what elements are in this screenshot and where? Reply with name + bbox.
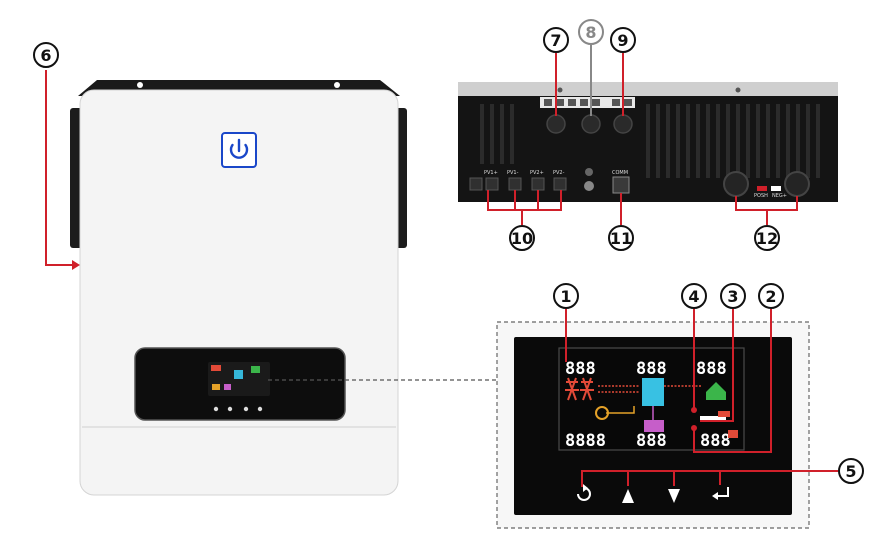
lcd-readout-6: 888 <box>700 431 731 451</box>
up-arrow-icon <box>622 489 634 503</box>
callout-7: 7 <box>543 27 569 116</box>
batt-label-1: POSH <box>754 193 768 199</box>
comm-label: COMM <box>612 170 628 176</box>
callout-10: 10 <box>487 190 562 251</box>
callout-6: 6 <box>33 42 80 270</box>
front-key-2[interactable] <box>227 406 233 412</box>
callout-4-label: 4 <box>688 287 699 306</box>
rear-gland-7 <box>546 114 566 134</box>
pv-label-3: PV2+ <box>530 170 544 176</box>
callout-4: 4 <box>681 283 707 413</box>
refresh-key[interactable] <box>577 484 591 501</box>
lcd-readout-4: 8888 <box>565 431 606 451</box>
pv-label-2: PV1- <box>507 170 519 176</box>
callout-6-label: 6 <box>40 46 51 65</box>
callout-1: 1 <box>553 283 579 362</box>
lcd-readout-2: 888 <box>636 359 667 379</box>
pv-label-1: PV1+ <box>484 170 498 176</box>
callout-5-label: 5 <box>845 462 856 481</box>
front-key-1[interactable] <box>213 406 219 412</box>
callout-3: 3 <box>700 283 746 422</box>
callout-8-label: 8 <box>585 23 596 42</box>
callout-1-label: 1 <box>560 287 571 306</box>
inverter-icon <box>642 378 664 406</box>
rear-vents <box>480 104 820 178</box>
battery-icon <box>644 420 664 432</box>
lcd-readout-5: 888 <box>636 431 667 451</box>
callout-5: 5 <box>581 458 864 487</box>
callout-12-label: 12 <box>756 229 778 248</box>
lcd-readout-1: 888 <box>565 359 596 379</box>
enter-key[interactable] <box>712 487 729 500</box>
grid-tower-icon <box>565 377 594 401</box>
callout-9: 9 <box>610 27 636 116</box>
callout-12: 12 <box>735 196 798 251</box>
callout-8: 8 <box>578 19 604 116</box>
rear-gland-9 <box>613 114 633 134</box>
battery-terminal-pos <box>723 171 749 197</box>
down-key[interactable] <box>668 489 680 503</box>
batt-label-2: NEG+ <box>772 193 787 199</box>
callout-9-label: 9 <box>617 31 628 50</box>
callout-2: 2 <box>691 283 784 453</box>
callout-11: 11 <box>608 193 634 251</box>
inverter-rear-view: PV1+ PV1- PV2+ PV2- COMM POSH NEG+ <box>458 82 838 202</box>
refresh-icon <box>577 484 591 501</box>
front-key-4[interactable] <box>257 406 263 412</box>
inverter-front-view <box>70 80 407 496</box>
callout-2-label: 2 <box>765 287 776 306</box>
power-icon <box>229 138 249 159</box>
up-key[interactable] <box>622 489 634 503</box>
callout-10-label: 10 <box>511 229 533 248</box>
lcd-readout-3: 888 <box>696 359 727 379</box>
power-button[interactable] <box>221 132 257 168</box>
pv-label-4: PV2- <box>553 170 565 176</box>
rear-gland-8 <box>581 114 601 134</box>
callout-3-label: 3 <box>727 287 738 306</box>
comm-port <box>612 176 630 194</box>
callout-7-label: 7 <box>550 31 561 50</box>
battery-terminal-neg <box>784 171 810 197</box>
front-key-3[interactable] <box>243 406 249 412</box>
home-load-icon <box>706 382 726 400</box>
solar-panel-icon <box>595 406 635 420</box>
down-arrow-icon <box>668 489 680 503</box>
enter-icon <box>712 487 729 500</box>
callout-11-label: 11 <box>610 229 632 248</box>
